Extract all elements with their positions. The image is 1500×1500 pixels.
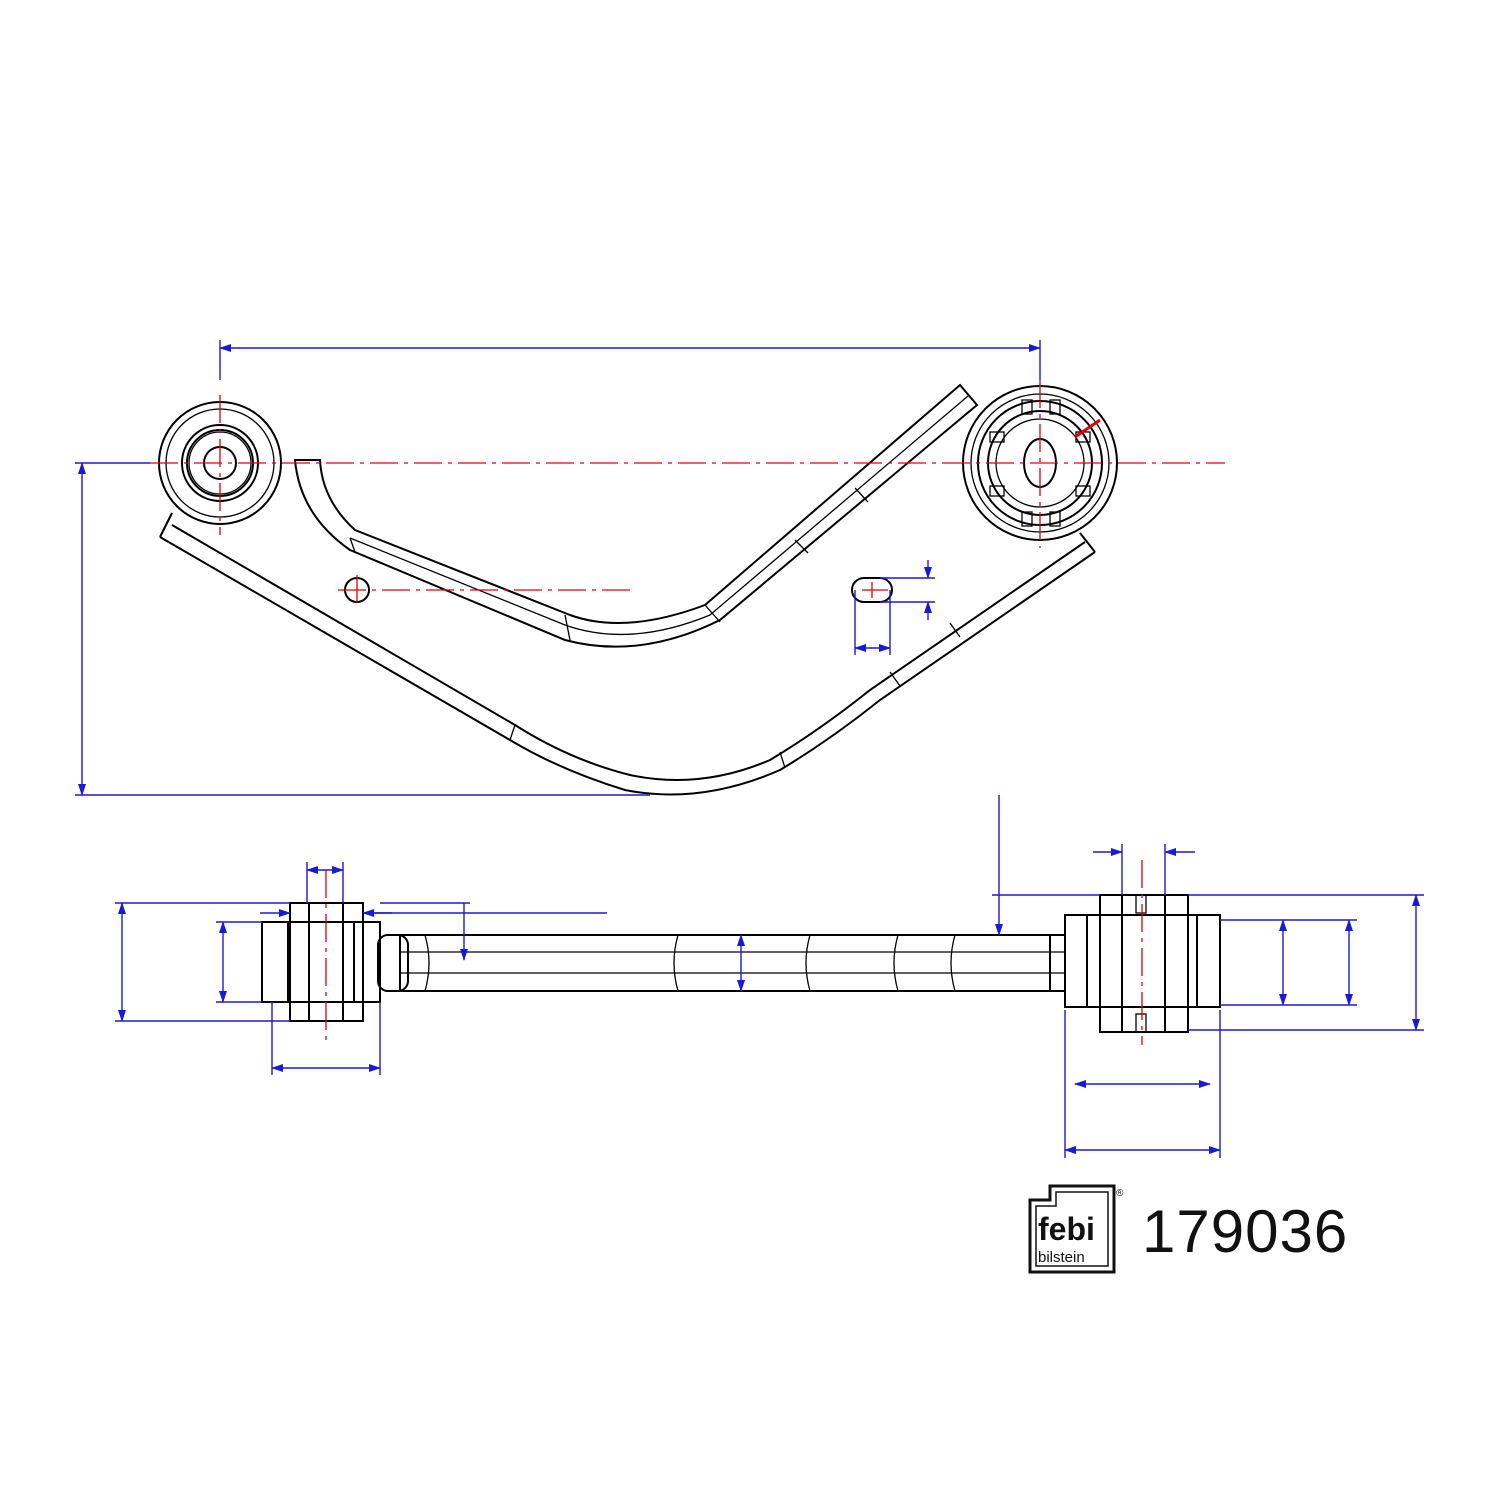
left-bushing-section	[261, 870, 381, 1040]
top-view-dimensions	[75, 340, 1041, 796]
side-view	[115, 795, 1424, 1158]
top-view	[75, 340, 1225, 796]
side-view-dimensions	[115, 795, 1424, 1158]
rod	[377, 934, 1066, 992]
febi-bilstein-logo: febi bilstein ®	[1028, 1184, 1124, 1274]
svg-text:bilstein: bilstein	[1038, 1249, 1085, 1266]
svg-text:®: ®	[1116, 1188, 1124, 1199]
svg-text:febi: febi	[1038, 1211, 1095, 1247]
right-bushing-section	[1064, 860, 1221, 1045]
part-number: 179036	[1142, 1198, 1349, 1265]
arm-body	[159, 383, 1096, 796]
top-view-center-lines	[150, 380, 1225, 605]
